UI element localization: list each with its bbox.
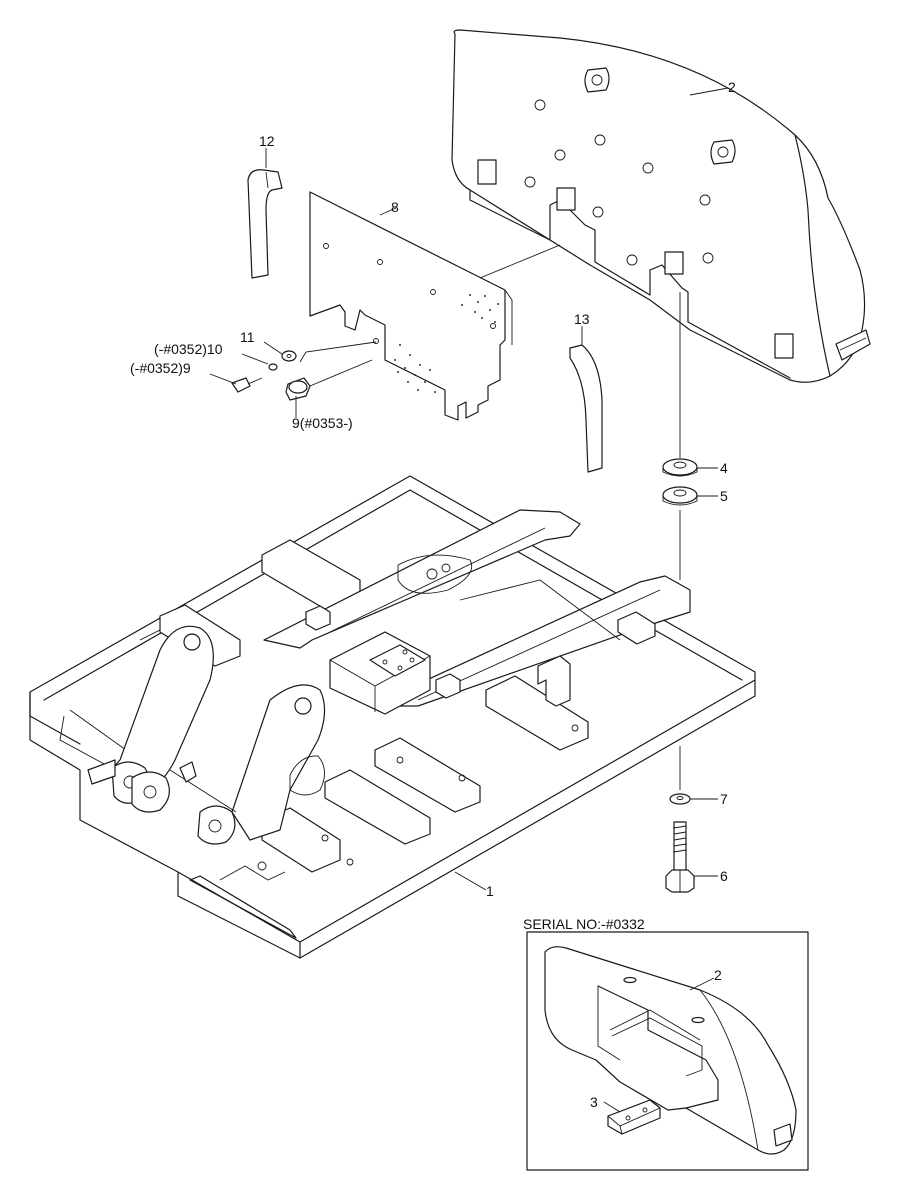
washer-part-5: [662, 486, 698, 506]
inset-box: [526, 931, 809, 1171]
washer-part-7: [669, 793, 691, 805]
inset-callout-3: 3: [590, 1094, 598, 1110]
callout-2: 2: [728, 79, 736, 95]
callout-8: 8: [391, 199, 399, 215]
plate-part-8: [309, 191, 513, 421]
counterweight-part-2: [451, 29, 871, 383]
frame-part-1: [29, 475, 756, 959]
pad-part-13: [569, 344, 603, 473]
bolt-part-6: [665, 821, 695, 893]
callout-4: 4: [720, 460, 728, 476]
callout-12: 12: [259, 133, 275, 149]
fasteners-9-10-11: [231, 341, 377, 401]
callout-10: (-#0352)10: [154, 341, 223, 357]
callout-13: 13: [574, 311, 590, 327]
washer-part-4: [662, 458, 698, 477]
callout-9a: (-#0352)9: [130, 360, 191, 376]
callout-5: 5: [720, 488, 728, 504]
callout-7: 7: [720, 791, 728, 807]
callout-11: 11: [240, 329, 255, 345]
inset-callout-2: 2: [714, 967, 722, 983]
pad-part-12: [247, 169, 283, 279]
callout-1: 1: [486, 883, 494, 899]
callout-6: 6: [720, 868, 728, 884]
callout-9b: 9(#0353-): [292, 415, 353, 431]
inset-title: SERIAL NO:-#0332: [523, 916, 645, 932]
